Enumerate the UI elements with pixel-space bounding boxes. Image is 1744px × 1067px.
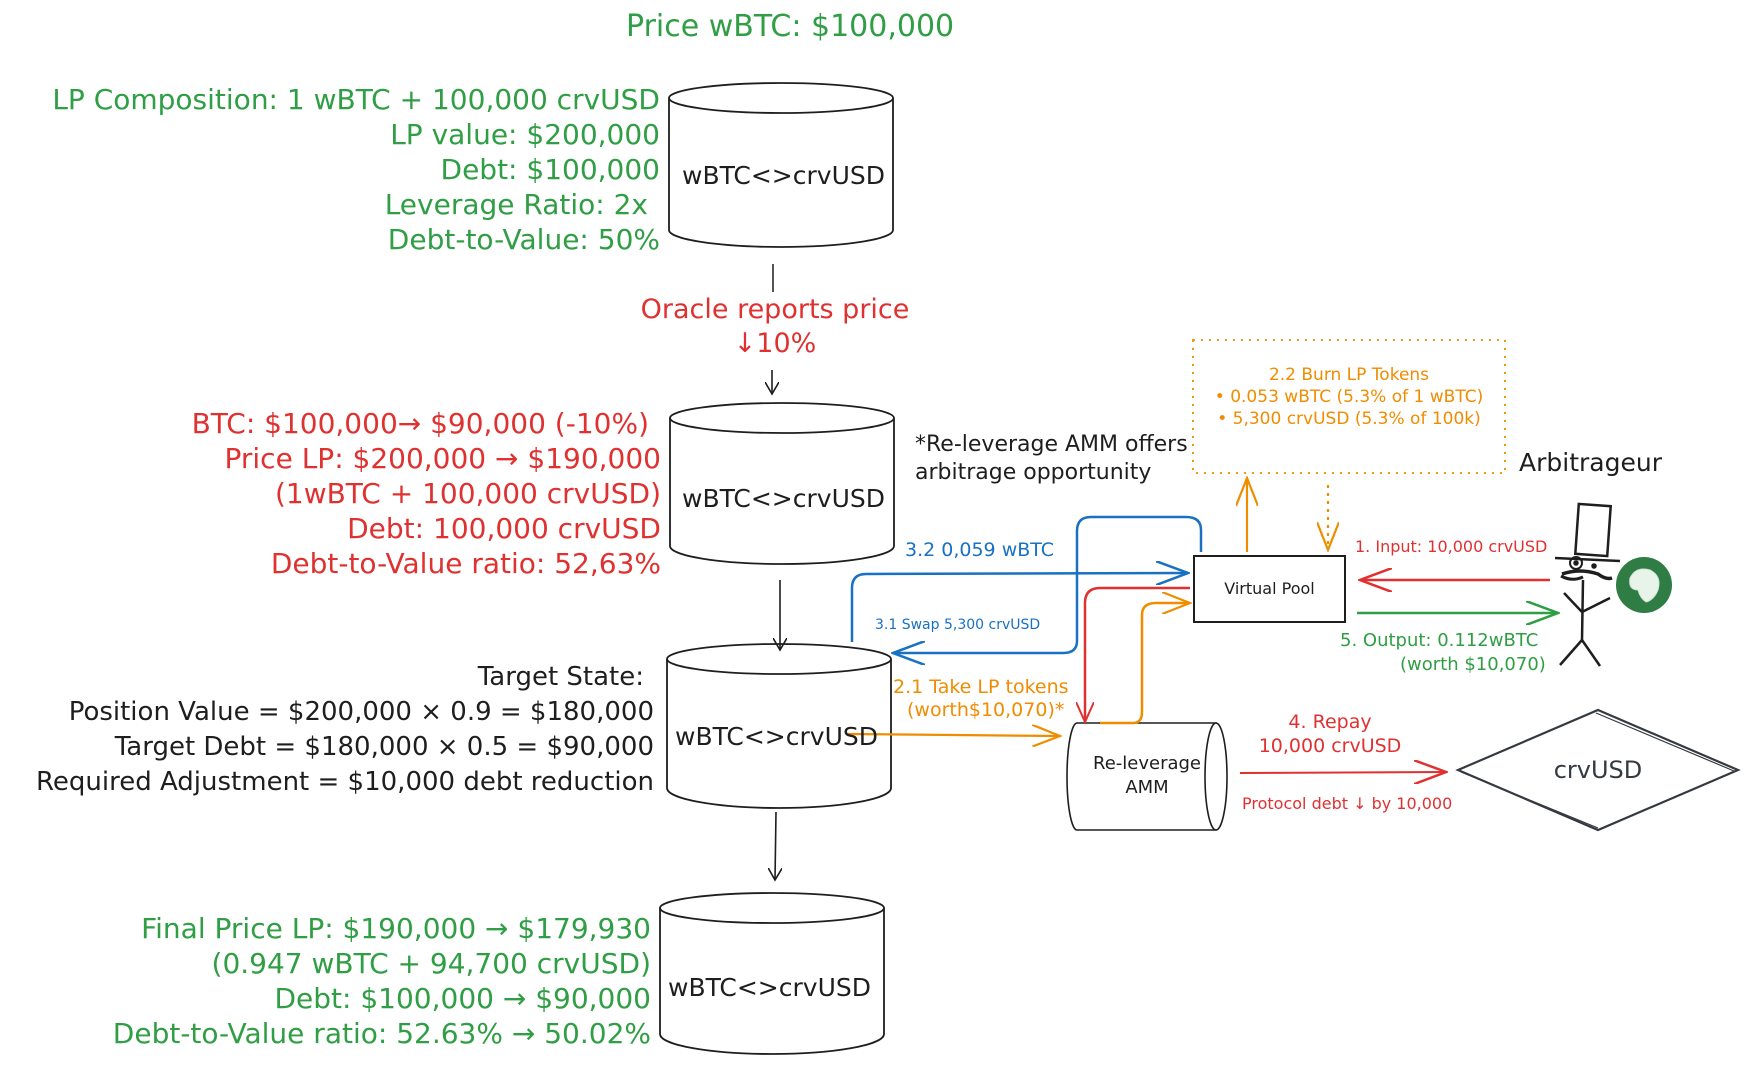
final-debt: Debt: $100,000 → $90,000	[274, 982, 651, 1015]
position-value: Position Value = $200,000 × 0.9 = $180,0…	[68, 697, 654, 727]
step-1-label: 1. Input: 10,000 crvUSD	[1355, 537, 1548, 556]
final-composition: (0.947 wBTC + 94,700 crvUSD)	[211, 947, 651, 980]
crvusd-diamond	[1455, 708, 1741, 832]
debt-to-value: Debt-to-Value ratio: 52,63%	[270, 547, 661, 580]
oracle-label: Oracle reports price	[640, 294, 910, 325]
arrow-step-2-1	[845, 734, 1060, 736]
lp-composition: (1wBTC + 100,000 crvUSD)	[274, 477, 661, 510]
arrow-down	[775, 811, 776, 880]
pool-cylinder-initial	[668, 82, 894, 248]
lp-price-change: Price LP: $200,000 → $190,000	[224, 442, 662, 475]
pool-cylinder-final	[659, 892, 885, 1055]
arbitrageur-label: Arbitrageur	[1519, 448, 1662, 477]
burn-lp-item-crvusd: • 5,300 crvUSD (5.3% of 100k)	[1217, 409, 1481, 429]
arbitrageur-figure-icon	[1554, 502, 1621, 667]
target-state-text: Target State: Position Value = $200,000 …	[36, 660, 654, 800]
releverage-amm-cylinder	[1066, 722, 1228, 831]
protocol-debt-label: Protocol debt ↓ by 10,000	[1242, 794, 1453, 813]
debt-to-value: Debt-to-Value: 50%	[387, 223, 660, 256]
pool-cylinder-target	[666, 643, 892, 809]
step-3-1-label: 3.1 Swap 5,300 crvUSD	[875, 617, 1041, 633]
pool-label-final: wBTC<>crvUSD	[668, 973, 871, 1002]
arrow-step-4	[1239, 772, 1446, 773]
btc-price-change: BTC: $100,000→ $90,000 (-10%)	[191, 407, 649, 440]
target-state-heading: Target State:	[477, 662, 644, 692]
debt: Debt: 100,000 crvUSD	[347, 512, 661, 545]
step-4-label-line2: 10,000 crvUSD	[1258, 735, 1402, 757]
step-4-label-line1: 4. Repay	[1288, 711, 1372, 733]
leverage-ratio: Leverage Ratio: 2x	[384, 188, 648, 221]
pool-label-target: wBTC<>crvUSD	[675, 722, 878, 751]
burn-lp-item-wbtc: • 0.053 wBTC (5.3% of 1 wBTC)	[1214, 387, 1484, 407]
arrow-step-3-2	[850, 573, 1188, 642]
final-debt-to-value: Debt-to-Value ratio: 52.63% → 50.02%	[112, 1017, 651, 1050]
page-title: Price wBTC: $100,000	[626, 9, 955, 44]
lp-composition: LP Composition: 1 wBTC + 100,000 crvUSD	[52, 83, 660, 116]
pool-label-after-drop: wBTC<>crvUSD	[682, 484, 885, 513]
step-2-1-label-line2: (worth$10,070)*	[907, 699, 1065, 721]
arbitrage-note-line1: *Re-leverage AMM offers	[915, 432, 1188, 457]
required-adjustment: Required Adjustment = $10,000 debt reduc…	[35, 767, 654, 797]
debt: Debt: $100,000	[440, 153, 660, 186]
lp-value: LP value: $200,000	[390, 118, 660, 151]
arrow-pool-to-amm	[1085, 586, 1190, 722]
virtual-pool-label: Virtual Pool	[1224, 579, 1315, 598]
curve-token-icon	[1616, 557, 1672, 613]
pool-label-initial: wBTC<>crvUSD	[682, 161, 885, 190]
oracle-change: ↓10%	[733, 328, 817, 359]
burn-lp-box	[1192, 339, 1506, 474]
arrow-step-3-1	[893, 515, 1203, 653]
arbitrage-note-line2: arbitrage opportunity	[915, 460, 1152, 485]
target-debt: Target Debt = $180,000 × 0.5 = $90,000	[114, 732, 654, 762]
after-drop-text: BTC: $100,000→ $90,000 (-10%) Price LP: …	[192, 406, 661, 581]
final-state-text: Final Price LP: $190,000 → $179,930 (0.9…	[113, 911, 651, 1051]
virtual-pool-box[interactable]	[1193, 555, 1346, 623]
step-5-label-line1: 5. Output: 0.112wBTC	[1340, 630, 1539, 651]
pool-cylinder-after-drop	[669, 402, 895, 565]
releverage-amm-label-line1: Re-leverage	[1093, 753, 1201, 774]
step-5-label-line2: (worth $10,070)	[1400, 654, 1546, 675]
step-3-2-label: 3.2 0,059 wBTC	[905, 539, 1055, 561]
arrow-amm-to-pool	[1100, 603, 1190, 725]
final-lp-price: Final Price LP: $190,000 → $179,930	[141, 912, 651, 945]
step-2-1-label-line1: 2.1 Take LP tokens	[893, 676, 1069, 698]
crvusd-label: crvUSD	[1553, 756, 1643, 784]
burn-lp-title: 2.2 Burn LP Tokens	[1268, 365, 1430, 385]
initial-state-text: LP Composition: 1 wBTC + 100,000 crvUSD …	[52, 82, 660, 257]
releverage-amm-label-line2: AMM	[1125, 777, 1169, 798]
